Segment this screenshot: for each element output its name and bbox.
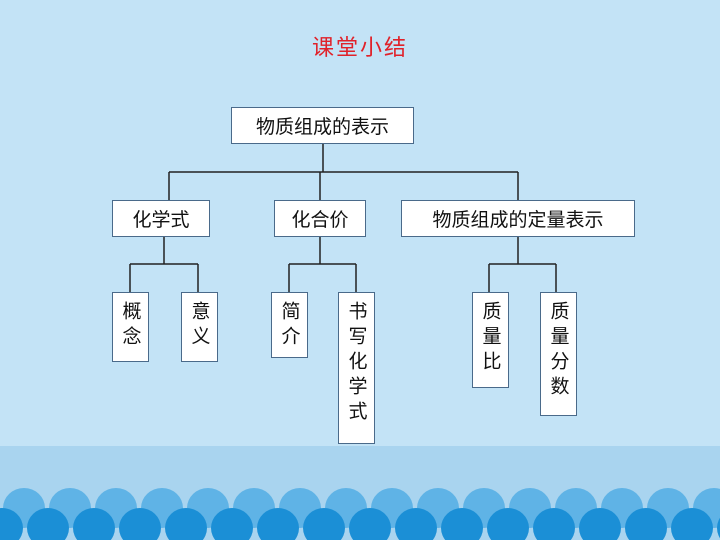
leaf-node-write-formula: 书写化学式 — [338, 292, 375, 444]
branch-node-chemical-formula: 化学式 — [112, 200, 210, 237]
bubble-front — [0, 508, 23, 540]
slide-title: 课堂小结 — [311, 36, 408, 61]
bubble-front — [717, 517, 720, 539]
bubble-front — [533, 508, 575, 540]
bubble-front — [487, 508, 529, 540]
bubble-front — [27, 508, 69, 540]
branch-node-quantitative: 物质组成的定量表示 — [401, 200, 635, 237]
bubble-front — [349, 508, 391, 540]
bubble-front — [73, 508, 115, 540]
bubble-front — [579, 508, 621, 540]
branch-node-valence: 化合价 — [274, 200, 366, 237]
leaf-node-mass-ratio: 质量比 — [472, 292, 509, 388]
leaf-node-concept: 概念 — [112, 292, 149, 362]
root-node: 物质组成的表示 — [231, 107, 414, 144]
leaf-node-intro: 简介 — [271, 292, 308, 358]
bubble-front — [165, 508, 207, 540]
bubble-front — [303, 508, 345, 540]
bubble-front — [671, 508, 713, 540]
leaf-node-mass-fraction: 质量分数 — [540, 292, 577, 416]
bubble-front — [625, 508, 667, 540]
leaf-node-meaning: 意义 — [181, 292, 218, 362]
connector-lines — [129, 143, 557, 292]
bubble-front — [119, 508, 161, 540]
bubble-front — [257, 508, 299, 540]
bubble-front — [395, 508, 437, 540]
bubble-front — [211, 508, 253, 540]
bubble-front — [441, 508, 483, 540]
decorative-bubble-border — [0, 488, 720, 540]
